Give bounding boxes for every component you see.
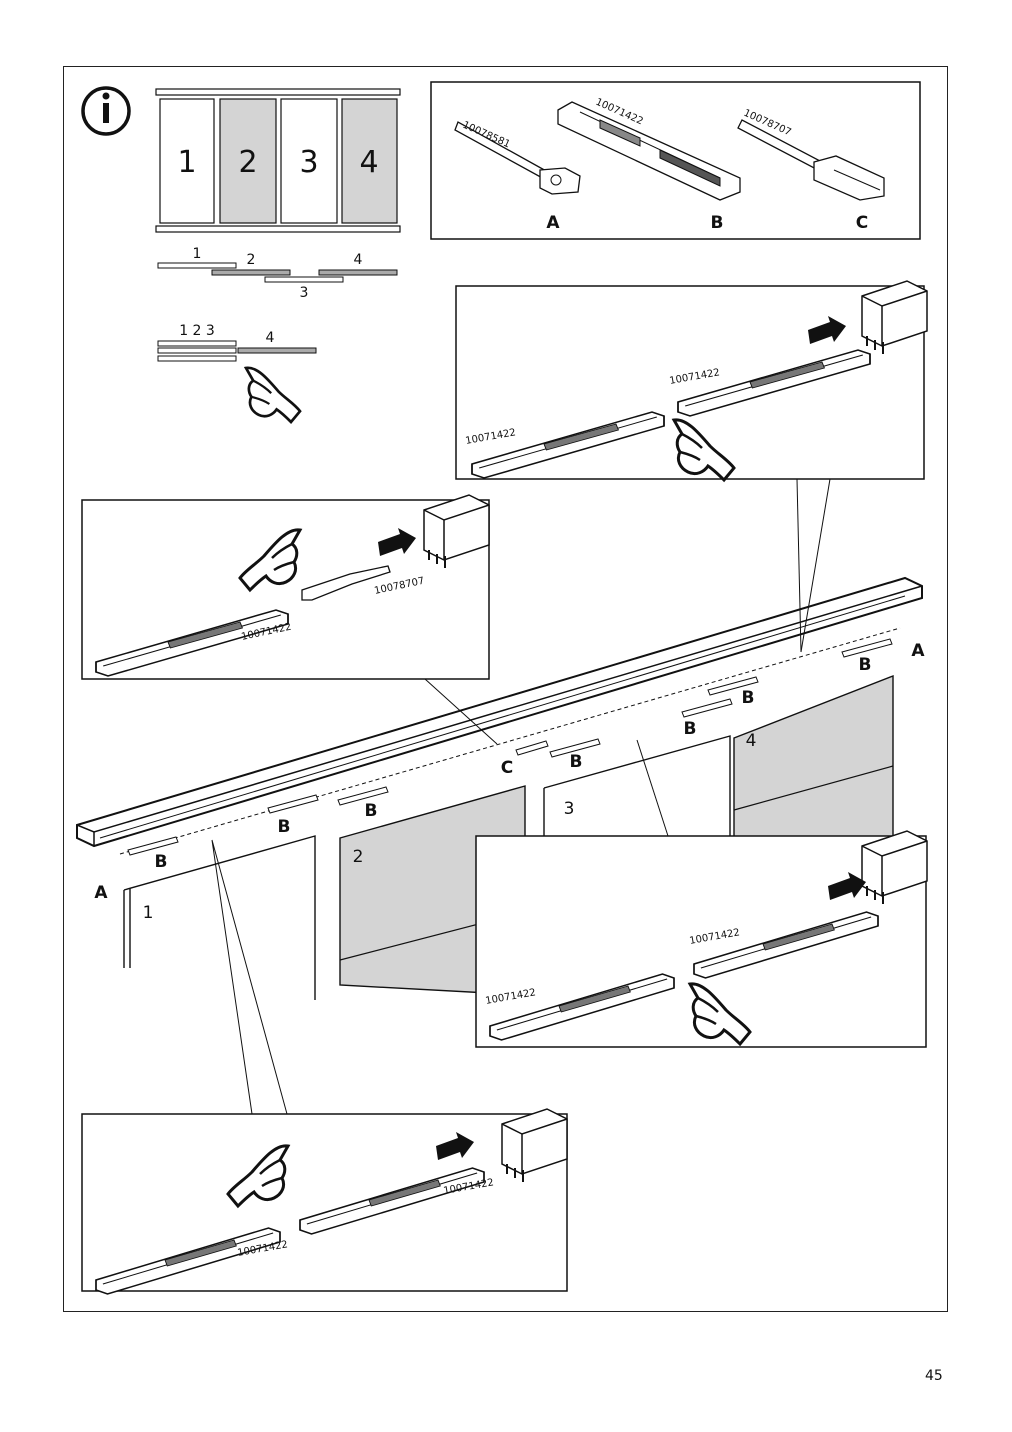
detail-top-right: 10071422 10071422 bbox=[455, 280, 928, 482]
detail-left: 10078707 10071422 bbox=[81, 494, 490, 680]
layout-label-4: 4 bbox=[354, 252, 363, 268]
main-label-b-7: B bbox=[859, 655, 872, 675]
door-label-3: 3 bbox=[564, 799, 575, 819]
main-label-a-left: A bbox=[94, 883, 108, 903]
door-label-2: 2 bbox=[353, 847, 364, 867]
detail-bottom: 10071422 10071422 bbox=[81, 1108, 568, 1295]
panel-2 bbox=[219, 98, 277, 224]
detail-mid-right: 10071422 10071422 bbox=[475, 830, 928, 1048]
main-label-b-6: B bbox=[742, 688, 755, 708]
panel-3-label: 3 bbox=[299, 145, 318, 180]
layout-label-1: 1 bbox=[193, 246, 202, 262]
panel-1 bbox=[159, 98, 215, 224]
info-icon bbox=[81, 86, 131, 136]
layout-label-3: 3 bbox=[300, 285, 309, 301]
panel-2-label: 2 bbox=[238, 145, 257, 180]
main-label-a-right: A bbox=[911, 641, 925, 661]
door-label-4: 4 bbox=[746, 731, 757, 751]
layout-label-2: 2 bbox=[247, 252, 256, 268]
page-number: 45 bbox=[925, 1368, 943, 1384]
panel-4 bbox=[341, 98, 398, 224]
part-a-illustration bbox=[454, 121, 581, 195]
main-label-b-4: B bbox=[570, 752, 583, 772]
part-b-illustration bbox=[557, 101, 741, 201]
instruction-frame bbox=[63, 66, 948, 1312]
door-label-1: 1 bbox=[143, 903, 154, 923]
part-c-illustration bbox=[737, 119, 885, 201]
stack-label-123: 1 2 3 bbox=[179, 323, 215, 339]
main-label-c: C bbox=[501, 758, 513, 778]
main-label-b-2: B bbox=[278, 817, 291, 837]
panel-3 bbox=[280, 98, 338, 224]
part-a-label: A bbox=[546, 213, 560, 233]
panel-4-label: 4 bbox=[359, 145, 378, 180]
parts-box: 10078581 A 10071422 B 10078707 C bbox=[430, 81, 921, 240]
hand-icon bbox=[244, 366, 302, 424]
panel-1-label: 1 bbox=[177, 145, 196, 180]
panel-diagram: 1 2 3 4 1 2 3 4 1 2 3 4 bbox=[155, 88, 401, 424]
door-4 bbox=[733, 674, 894, 839]
part-c-label: C bbox=[856, 213, 868, 233]
main-label-b-5: B bbox=[684, 719, 697, 739]
main-label-b-1: B bbox=[155, 852, 168, 872]
main-label-b-3: B bbox=[365, 801, 378, 821]
part-b-label: B bbox=[711, 213, 724, 233]
stack-label-4: 4 bbox=[266, 330, 275, 346]
